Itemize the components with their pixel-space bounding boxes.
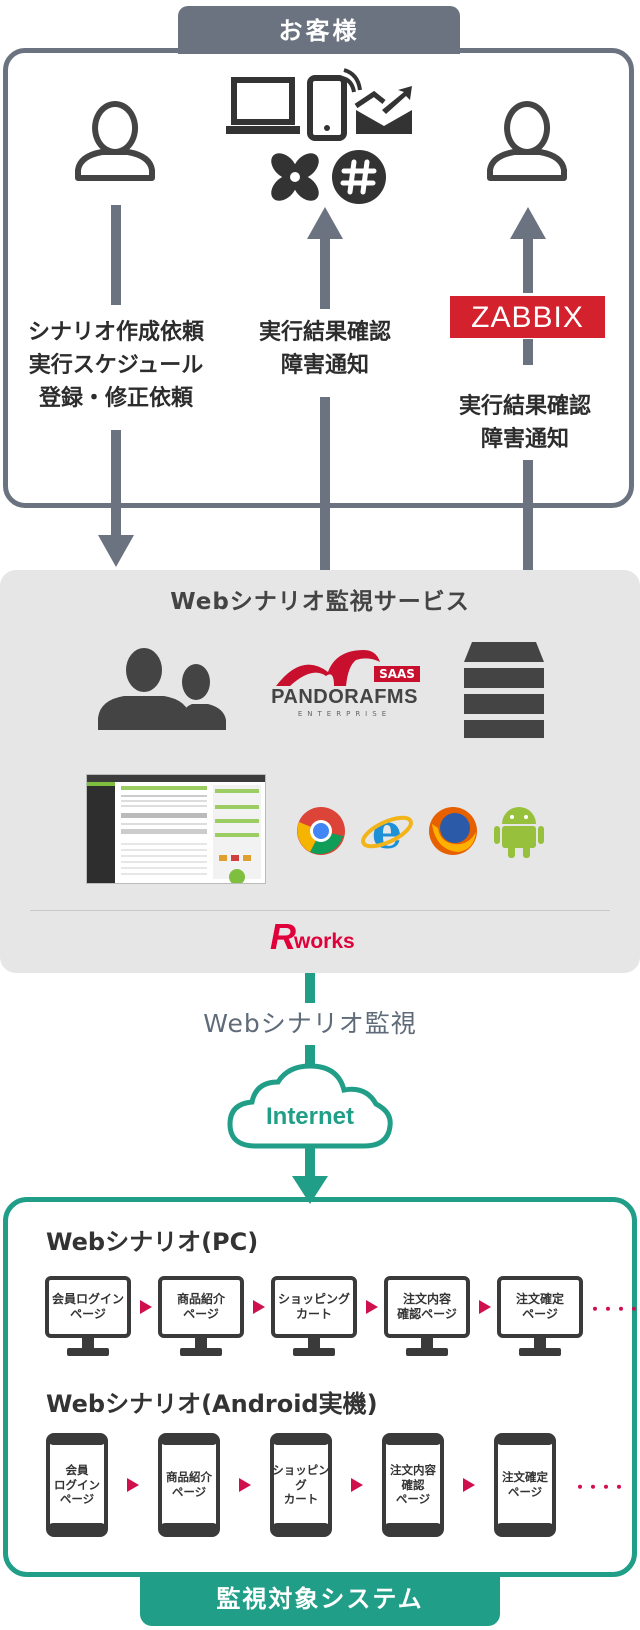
android-step-label: ショッピング カート: [272, 1462, 330, 1507]
android-step-label: 注文確定 ページ: [502, 1470, 548, 1499]
service-box: [0, 570, 640, 973]
service-title: Webシナリオ監視サービス: [170, 589, 470, 615]
pc-step-arrow-icon: [366, 1300, 378, 1314]
phone-icon: [46, 1433, 108, 1537]
mail-icon: [354, 86, 412, 134]
android-step-1: 会員 ログイン ページ: [46, 1433, 108, 1537]
android-icon: [494, 807, 544, 858]
internet-label: Internet: [265, 1103, 354, 1130]
result-arrow-right: [510, 207, 546, 570]
pinwheel-icon: [271, 153, 319, 201]
phone-icon: [382, 1433, 444, 1537]
pc-scenario-title: Webシナリオ(PC): [46, 1228, 259, 1256]
firefox-icon: [429, 807, 477, 855]
pandora-badge: SAAS: [374, 666, 420, 682]
monitor-icon: [271, 1276, 357, 1356]
result-label-right: 実行結果確認 障害通知: [458, 394, 591, 452]
pc-step-3: ショッピング カート: [271, 1276, 357, 1360]
android-step-label: 商品紹介 ページ: [166, 1470, 212, 1499]
pandora-swoosh-icon: [276, 650, 380, 686]
pc-step-1: 会員ログイン ページ: [45, 1276, 131, 1360]
laptop-icon: [226, 77, 300, 134]
android-step-4: 注文内容 確認 ページ: [382, 1433, 444, 1537]
server-icon: [464, 642, 544, 738]
android-step-arrow-icon: [463, 1478, 475, 1492]
android-step-2: 商品紹介 ページ: [158, 1433, 220, 1537]
internet-cloud-icon: [227, 1063, 393, 1149]
monitor-icon: [384, 1276, 470, 1356]
pc-step-arrow-icon: [253, 1300, 265, 1314]
rworks-wordmark: works: [294, 930, 355, 953]
pc-step-label: ショッピング カート: [277, 1292, 350, 1321]
chrome-icon: [297, 807, 345, 855]
zabbix-logo: ZABBIX: [450, 296, 605, 338]
pc-step-label: 会員ログイン ページ: [51, 1292, 124, 1321]
internet-explorer-icon: e: [361, 804, 413, 858]
monitor-icon: [497, 1276, 583, 1356]
pc-step-label: 注文内容 確認ページ: [397, 1292, 457, 1321]
rworks-r-mark: R: [270, 916, 296, 957]
pc-step-5: 注文確定 ページ: [497, 1276, 583, 1360]
monitor-label: Webシナリオ監視: [203, 1009, 417, 1038]
monitor-icon: [45, 1276, 131, 1356]
result-label-center: 実行結果確認 障害通知: [258, 320, 391, 378]
pc-step-2: 商品紹介 ページ: [158, 1276, 244, 1360]
android-step-arrow-icon: [239, 1478, 251, 1492]
users-icon: [98, 648, 226, 730]
android-step-5: 注文確定 ページ: [494, 1433, 556, 1537]
pandora-wordmark: PANDORAFMS: [271, 686, 418, 708]
pc-step-4: 注文内容 確認ページ: [384, 1276, 470, 1360]
phone-icon: [270, 1433, 332, 1537]
target-tab: 監視対象システム: [140, 1573, 500, 1626]
result-arrow-center: [307, 207, 343, 570]
pc-step-arrow-icon: [479, 1300, 491, 1314]
android-step-label: 会員 ログイン ページ: [54, 1462, 100, 1507]
svg-text:e: e: [372, 804, 403, 858]
pandora-subtext: ENTERPRISE: [297, 710, 392, 718]
android-step-label: 注文内容 確認 ページ: [390, 1462, 436, 1507]
monitor-flow-arrowhead: [292, 1176, 328, 1204]
pc-step-label: 商品紹介 ページ: [176, 1292, 225, 1321]
person-icon-left: [75, 101, 155, 181]
android-scenario-title: Webシナリオ(Android実機): [46, 1390, 378, 1418]
smartphone-icon: [307, 68, 362, 141]
android-step-arrow-icon: [351, 1478, 363, 1492]
phone-icon: [494, 1433, 556, 1537]
pc-ellipsis: ・・・・: [587, 1300, 640, 1319]
dashboard-screenshot: [86, 774, 266, 884]
pc-step-label: 注文確定 ページ: [515, 1292, 564, 1321]
android-step-arrow-icon: [127, 1478, 139, 1492]
person-icon-right: [487, 101, 567, 181]
request-label: シナリオ作成依頼 実行スケジュール 登録・修正依頼: [27, 320, 204, 411]
pc-step-arrow-icon: [140, 1300, 152, 1314]
pandora-fms-logo: SAAS PANDORAFMS ENTERPRISE: [262, 646, 427, 732]
rworks-logo: R works: [270, 916, 390, 960]
customer-tab: お客様: [178, 6, 460, 54]
android-ellipsis: ・・・・: [572, 1478, 627, 1497]
request-arrow: [98, 205, 134, 567]
android-step-3: ショッピング カート: [270, 1433, 332, 1537]
slack-icon: [332, 150, 386, 204]
monitor-icon: [158, 1276, 244, 1356]
phone-icon: [158, 1433, 220, 1537]
service-divider: [30, 910, 610, 911]
